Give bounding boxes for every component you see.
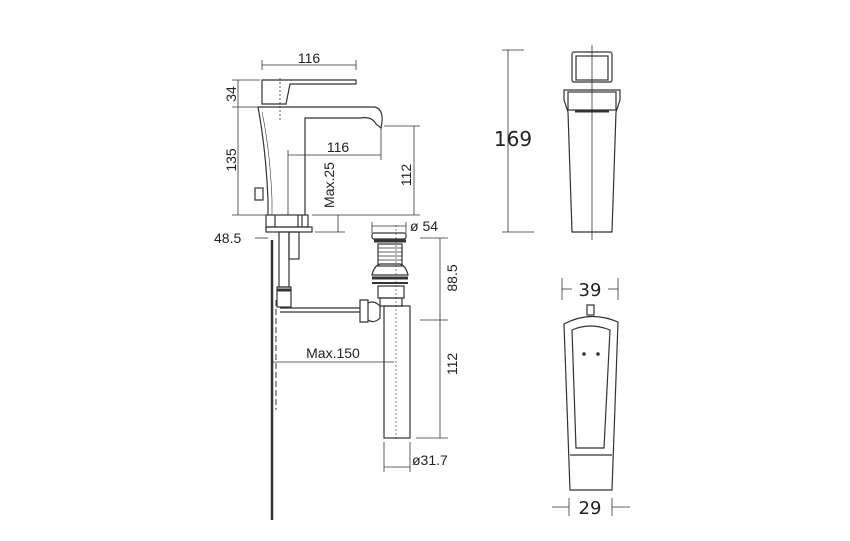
dim-tail-offset: 48.5 [214, 230, 241, 246]
dim-body-height: 135 [223, 148, 239, 172]
dim-bottom-width: 29 [579, 498, 602, 519]
dim-lever-height: 34 [223, 86, 239, 102]
dim-waste-diameter: ø 54 [410, 218, 438, 234]
dim-max-rod: Max.150 [306, 345, 360, 361]
waste-cap [371, 232, 407, 240]
dim-max-deck: Max.25 [321, 162, 337, 208]
spout-outline [258, 106, 383, 215]
dim-top-width: 39 [579, 280, 602, 301]
dim-lever-length: 116 [298, 50, 321, 66]
dim-spout-reach: 116 [327, 139, 350, 155]
dim-spout-height: 112 [398, 164, 414, 187]
dim-tail-diameter: ø31.7 [412, 452, 448, 468]
dim-front-height: 169 [494, 127, 532, 151]
top-view [552, 278, 630, 516]
dim-waste-height: 88.5 [444, 264, 460, 291]
tailpipe [383, 305, 411, 439]
dim-tail-length: 112 [444, 353, 460, 376]
lever-outline [261, 79, 357, 105]
front-view [502, 45, 621, 240]
